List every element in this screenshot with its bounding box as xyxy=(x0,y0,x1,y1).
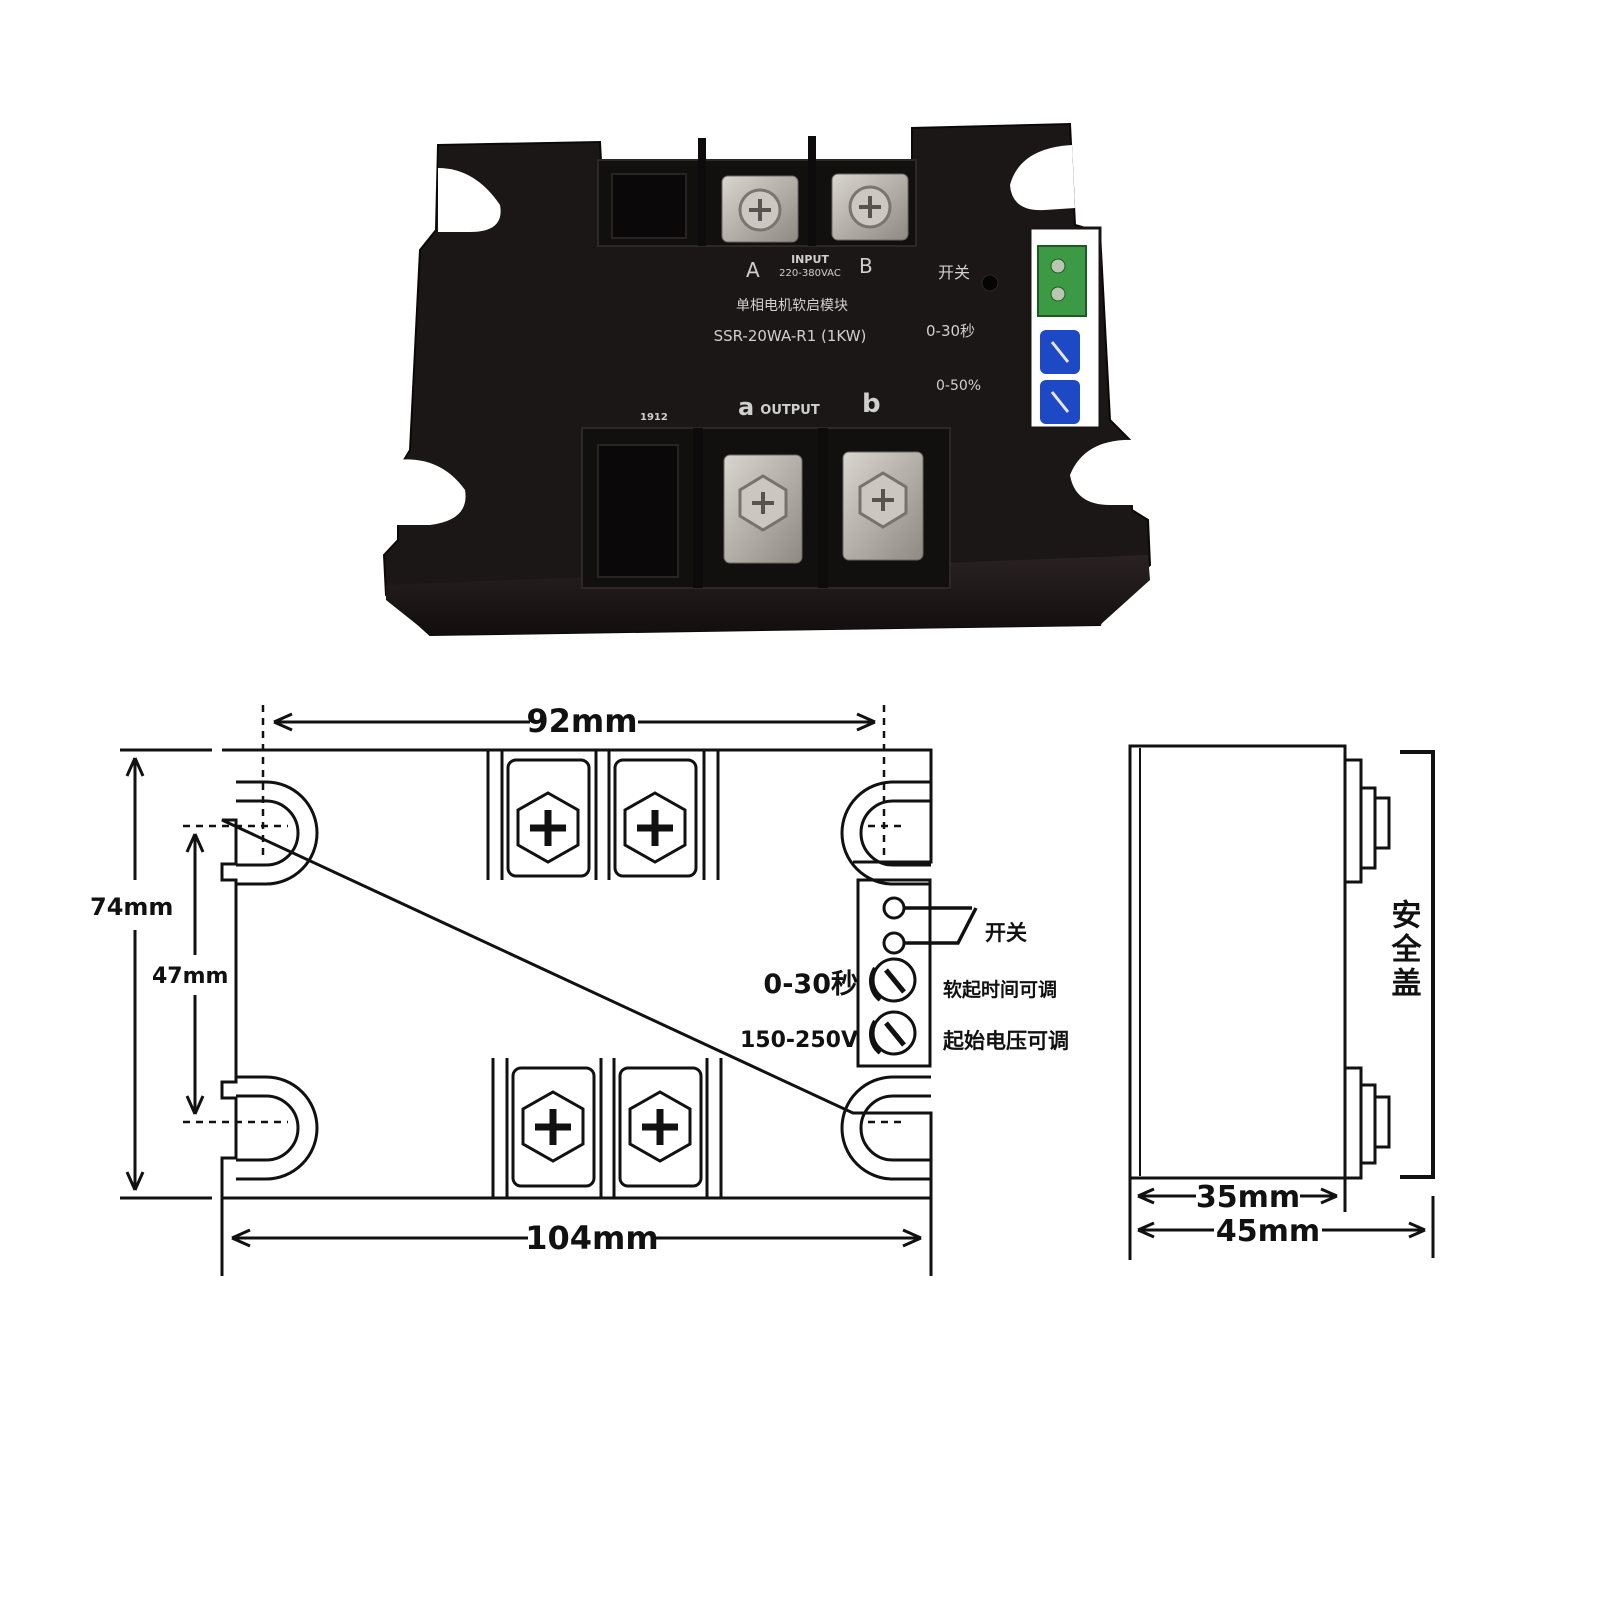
date-code: 1912 xyxy=(640,412,668,423)
switch-terminal-icon xyxy=(882,896,906,920)
side-terminal-top xyxy=(1343,758,1391,884)
mount-slot-top-right xyxy=(1010,145,1075,211)
mount-slot-top-left xyxy=(438,168,501,232)
dim-label-47: 47mm xyxy=(152,964,228,989)
indicator-led xyxy=(981,274,999,292)
side-view-drawing xyxy=(1128,744,1435,1260)
model-number: SSR-20WA-R1 (1KW) xyxy=(714,327,867,345)
safety-cover-bracket xyxy=(1400,750,1435,1179)
screw-icon xyxy=(738,188,782,232)
terminal-A-label: A xyxy=(746,258,760,282)
hex-screw-icon xyxy=(521,1090,585,1163)
dim-label-92: 92mm xyxy=(526,702,637,740)
control-panel xyxy=(856,878,932,1068)
dim-label-45: 45mm xyxy=(1216,1214,1320,1249)
mount-centerlines xyxy=(183,705,905,1124)
mount-slot-left-top xyxy=(236,780,319,886)
terminal-b-label: b xyxy=(862,389,881,419)
terminal-a-label: a xyxy=(738,393,754,421)
time-adjust-label: 软起时间可调 xyxy=(943,978,1057,1001)
output-terminals xyxy=(491,1058,723,1198)
voltage-knob-icon xyxy=(869,1010,917,1056)
hex-screw-icon xyxy=(516,791,580,864)
input-voltage: 220-380VAC xyxy=(779,268,841,279)
switch-label: 开关 xyxy=(985,921,1027,945)
input-label: INPUT xyxy=(791,253,829,266)
voltage-adjust-label: 起始电压可调 xyxy=(942,1029,1069,1053)
output-label: OUTPUT xyxy=(760,403,820,418)
screw-icon xyxy=(858,471,908,529)
side-body xyxy=(1128,744,1347,1180)
switch-terminal-icon xyxy=(882,931,906,955)
dim-label-104: 104mm xyxy=(525,1219,658,1257)
voltage-value: 150-250V xyxy=(740,1028,858,1053)
hex-screw-icon xyxy=(628,1090,692,1163)
top-view-drawing xyxy=(120,705,978,1276)
mount-slot-bottom-left xyxy=(396,459,466,525)
dim-label-35: 35mm xyxy=(1196,1180,1300,1215)
switch-symbol xyxy=(904,906,978,945)
safety-cover-label: 安全盖 xyxy=(1386,899,1423,1001)
hex-screw-icon xyxy=(623,791,687,864)
time-value: 0-30秒 xyxy=(763,969,858,1000)
product-photo: INPUT 220-380VAC A B 单相电机软启模块 SSR-20WA-R… xyxy=(382,122,1152,637)
side-terminal-bottom xyxy=(1343,1066,1391,1180)
photo-voltage-range: 0-50% xyxy=(936,378,981,394)
input-terminals xyxy=(486,750,720,880)
product-name: 单相电机软启模块 xyxy=(736,298,848,314)
dim-label-74: 74mm xyxy=(90,893,173,921)
module-side-face xyxy=(386,555,1150,635)
housing-outline xyxy=(220,748,933,1200)
mount-slot-right-top xyxy=(840,780,931,886)
switch-terminal xyxy=(1037,245,1087,317)
photo-time-range: 0-30秒 xyxy=(926,322,975,340)
mount-slot-bottom-right xyxy=(1070,439,1135,505)
mount-slot-left-bottom xyxy=(236,1075,319,1181)
screw-icon xyxy=(738,474,788,532)
photo-switch-label: 开关 xyxy=(938,263,970,282)
time-knob-icon xyxy=(869,957,917,1003)
mount-slot-right-bottom xyxy=(840,1075,931,1181)
terminal-B-label: B xyxy=(859,254,873,278)
screw-icon xyxy=(848,185,892,229)
